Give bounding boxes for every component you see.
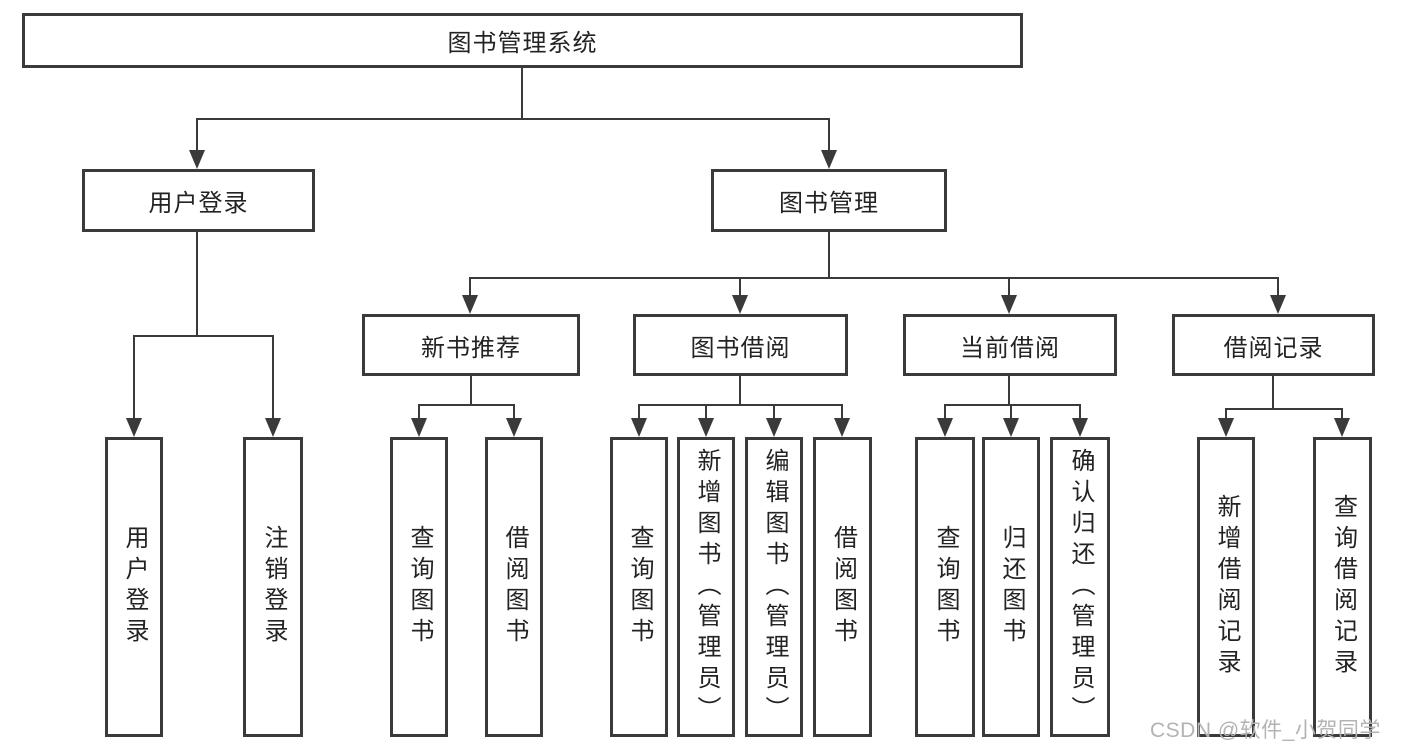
connector-line [1079,404,1081,419]
node-new-book-recommend: 新书推荐 [362,314,580,376]
arrowhead-icon [834,418,850,437]
connector-line [418,404,515,406]
leaf-query-borrow-record: 查询借阅记录 [1313,437,1372,737]
leaf-query-borrow-record-label: 查询借阅记录 [1329,494,1357,680]
leaf-add-book-admin: 新增图书（管理员） [677,437,735,737]
connector-line [1277,277,1279,297]
connector-line [828,232,830,277]
leaf-edit-book-admin-label: 编辑图书（管理员） [761,447,788,727]
node-book-borrow: 图书借阅 [633,314,848,376]
arrowhead-icon [1003,418,1019,437]
leaf-return-book: 归还图书 [982,437,1040,737]
leaf-confirm-return-admin: 确认归还（管理员） [1050,437,1110,737]
node-borrow-record: 借阅记录 [1172,314,1375,376]
node-book-management: 图书管理 [711,169,947,232]
leaf-query-book-3: 查询图书 [915,437,975,737]
arrowhead-icon [1218,418,1234,437]
connector-line [773,404,775,419]
node-book-borrow-label: 图书借阅 [690,334,791,362]
connector-line [521,68,523,118]
connector-line [418,404,420,419]
connector-line [133,335,274,337]
leaf-edit-book-admin: 编辑图书（管理员） [745,437,803,737]
leaf-query-book-3-label: 查询图书 [932,525,959,649]
arrowhead-icon [1334,418,1350,437]
arrowhead-icon [1270,295,1286,314]
leaf-add-borrow-record: 新增借阅记录 [1197,437,1255,737]
connector-line [944,404,1081,406]
csdn-watermark: CSDN @软件_小贺同学 [1150,719,1381,742]
leaf-query-book-1: 查询图书 [390,437,448,737]
connector-line [638,404,843,406]
connector-line [470,376,472,404]
arrowhead-icon [937,418,953,437]
arrowhead-icon [506,418,522,437]
connector-line [1008,277,1010,297]
leaf-add-borrow-record-label: 新增借阅记录 [1213,494,1240,680]
connector-line [739,277,741,297]
arrowhead-icon [411,418,427,437]
leaf-logout: 注销登录 [243,437,303,737]
connector-line [513,404,515,419]
arrowhead-icon [821,150,837,169]
connector-line [196,118,198,154]
connector-line [1225,408,1343,410]
connector-line [841,404,843,419]
node-book-management-label: 图书管理 [779,190,879,217]
arrowhead-icon [698,418,714,437]
arrowhead-icon [265,418,281,437]
node-new-book-recommend-label: 新书推荐 [421,334,521,362]
arrowhead-icon [631,418,647,437]
arrowhead-icon [1001,295,1017,314]
connector-line [196,118,830,120]
connector-line [133,335,135,419]
node-current-borrow-label: 当前借阅 [960,334,1060,362]
node-root: 图书管理系统 [22,13,1023,68]
connector-line [1010,404,1012,419]
leaf-logout-label: 注销登录 [260,525,287,649]
arrowhead-icon [732,295,748,314]
node-current-borrow: 当前借阅 [903,314,1117,376]
leaf-query-book-1-label: 查询图书 [406,525,433,649]
connector-line [638,404,640,419]
connector-line [196,232,198,335]
leaf-user-login-label: 用户登录 [121,525,148,649]
node-root-label: 图书管理系统 [447,30,598,57]
connector-line [1008,376,1010,404]
connector-line [1225,408,1227,419]
arrowhead-icon [462,295,478,314]
leaf-confirm-return-admin-label: 确认归还（管理员） [1067,447,1094,727]
connector-line [828,118,830,154]
connector-line [1341,408,1343,419]
connector-line [272,335,274,419]
connector-line [739,376,741,404]
leaf-borrow-book-1: 借阅图书 [485,437,543,737]
leaf-query-book-2: 查询图书 [610,437,668,737]
connector-line [469,277,471,297]
leaf-return-book-label: 归还图书 [998,525,1025,649]
leaf-user-login: 用户登录 [105,437,163,737]
leaf-add-book-admin-label: 新增图书（管理员） [693,447,720,727]
connector-line [469,277,1279,279]
connector-line [944,404,946,419]
leaf-query-book-2-label: 查询图书 [626,525,653,649]
arrowhead-icon [126,418,142,437]
node-user-login-label: 用户登录 [148,190,249,217]
leaf-borrow-book-2-label: 借阅图书 [829,525,857,649]
arrowhead-icon [1072,418,1088,437]
arrowhead-icon [766,418,782,437]
connector-line [1272,376,1274,408]
node-borrow-record-label: 借阅记录 [1223,334,1324,362]
node-user-login: 用户登录 [82,169,315,232]
leaf-borrow-book-1-label: 借阅图书 [501,525,528,649]
connector-line [705,404,707,419]
leaf-borrow-book-2: 借阅图书 [813,437,872,737]
arrowhead-icon [189,150,205,169]
